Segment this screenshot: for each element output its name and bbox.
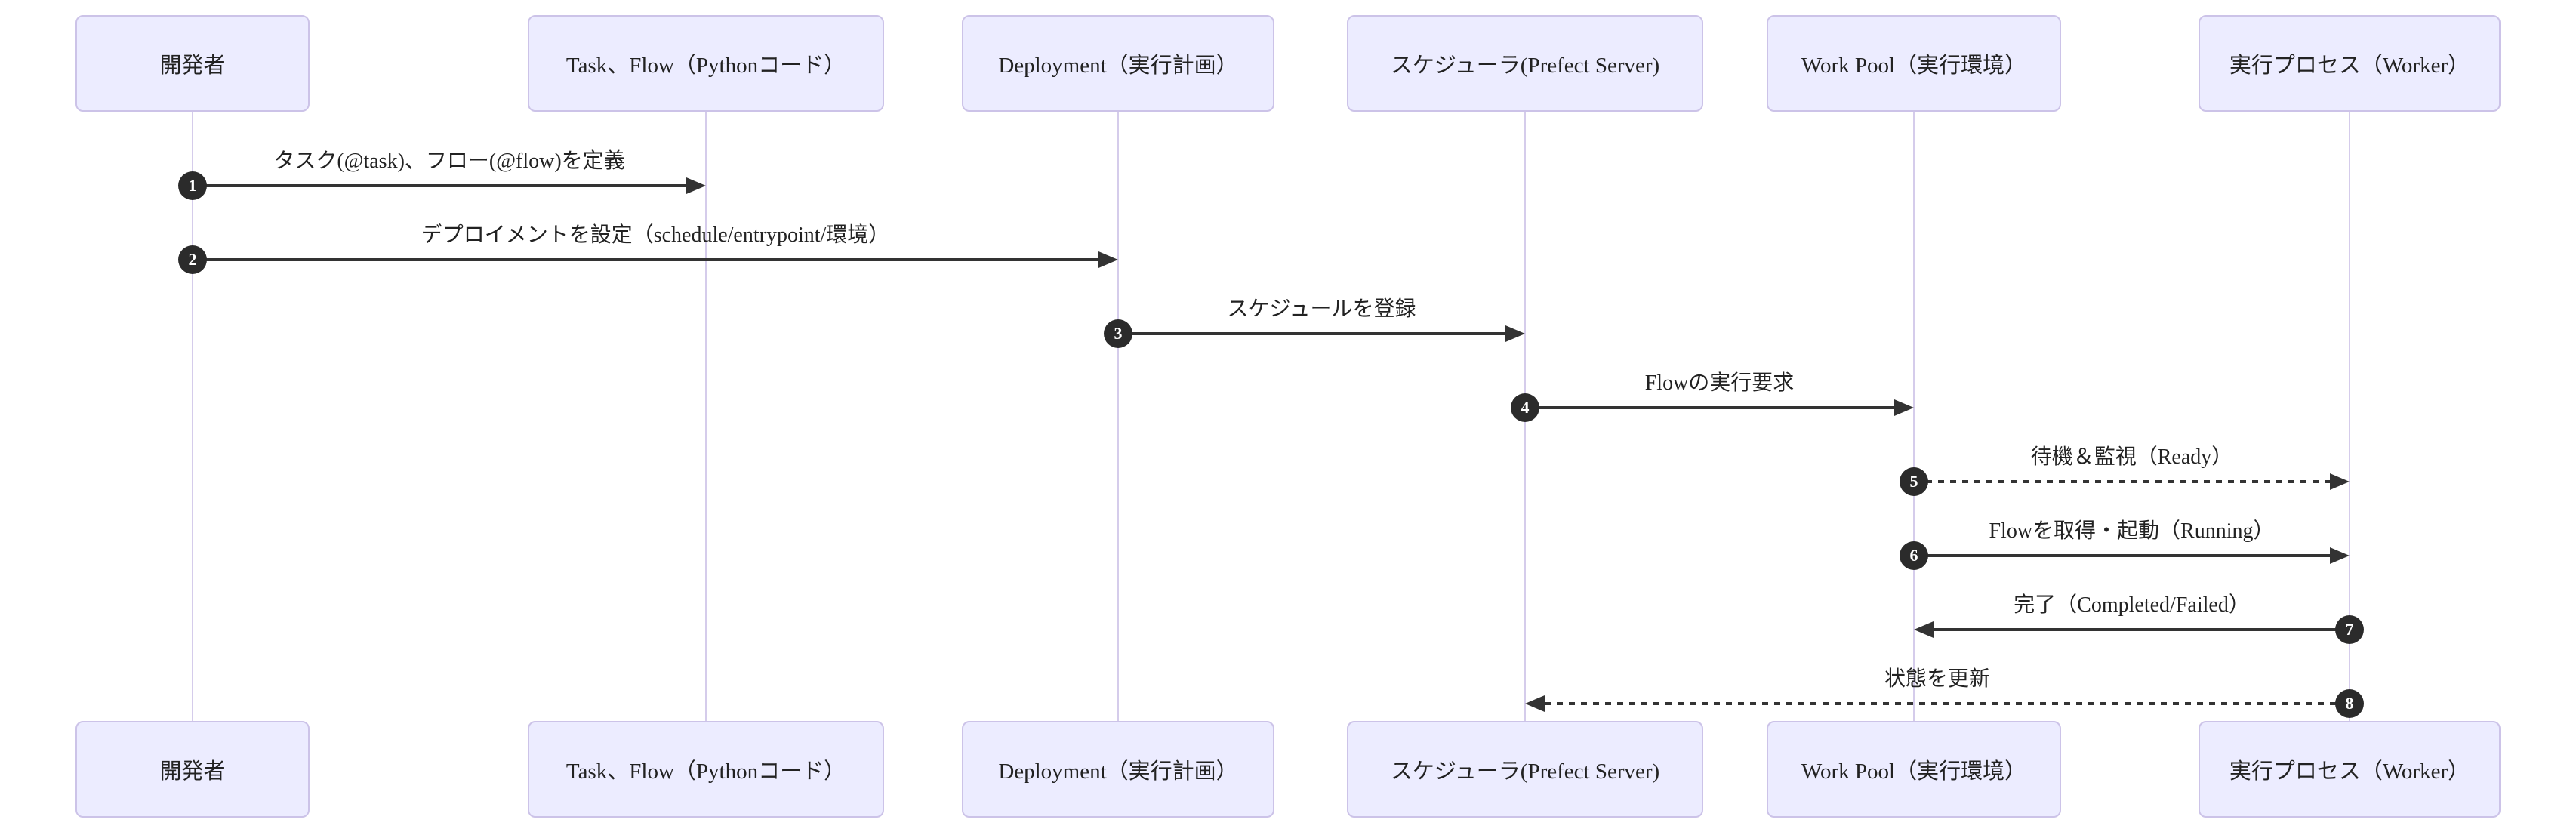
actor-box-top: Work Pool（実行環境）	[1767, 15, 2061, 112]
actor-box-bottom: 実行プロセス（Worker）	[2199, 721, 2501, 818]
message-sequence-number: 7	[2335, 615, 2364, 644]
actor-lifeline	[1117, 112, 1119, 721]
message-sequence-number: 3	[1104, 319, 1132, 348]
message-line	[1118, 332, 1505, 335]
message-label: 待機＆監視（Ready）	[2030, 445, 2233, 469]
message-line	[1914, 480, 2330, 483]
message-arrowhead	[1505, 325, 1525, 342]
actor-box-top: Task、Flow（Pythonコード）	[528, 15, 884, 112]
message-label: スケジュールを登録	[1227, 297, 1416, 321]
actor-box-bottom: Task、Flow（Pythonコード）	[528, 721, 884, 818]
message-arrowhead	[2330, 473, 2350, 490]
message-label: Flowを取得・起動（Running）	[1989, 519, 2275, 543]
message-label: タスク(@task)、フロー(@flow)を定義	[273, 149, 625, 173]
actor-box-bottom: 開発者	[75, 721, 310, 818]
message-sequence-number: 2	[178, 245, 207, 274]
message-label: デプロイメントを設定（schedule/entrypoint/環境）	[421, 223, 890, 247]
message-arrowhead	[1098, 251, 1118, 268]
message-line	[1914, 554, 2330, 557]
actor-lifeline	[705, 112, 707, 721]
message-sequence-number: 6	[1900, 541, 1928, 570]
actor-box-bottom: Work Pool（実行環境）	[1767, 721, 2061, 818]
message-sequence-number: 5	[1900, 467, 1928, 496]
message-arrowhead	[1914, 621, 1934, 638]
message-arrowhead	[1894, 399, 1914, 416]
actor-box-top: スケジューラ(Prefect Server)	[1347, 15, 1703, 112]
message-label: 状態を更新	[1884, 667, 1991, 691]
message-sequence-number: 1	[178, 171, 207, 200]
message-arrowhead	[1525, 695, 1545, 712]
actor-box-top: Deployment（実行計画）	[962, 15, 1274, 112]
actor-box-top: 実行プロセス（Worker）	[2199, 15, 2501, 112]
actor-box-top: 開発者	[75, 15, 310, 112]
actor-lifeline	[2349, 112, 2350, 721]
message-label: 完了（Completed/Failed）	[2014, 593, 2250, 617]
message-sequence-number: 8	[2335, 689, 2364, 718]
message-line	[1545, 702, 2350, 705]
message-line	[1934, 628, 2350, 631]
actor-lifeline	[192, 112, 193, 721]
message-line	[1525, 406, 1894, 409]
actor-box-bottom: Deployment（実行計画）	[962, 721, 1274, 818]
message-line	[193, 184, 686, 187]
message-line	[193, 258, 1098, 261]
message-label: Flowの実行要求	[1644, 371, 1795, 395]
message-sequence-number: 4	[1511, 393, 1539, 422]
message-arrowhead	[2330, 547, 2350, 564]
message-arrowhead	[686, 177, 706, 194]
actor-box-bottom: スケジューラ(Prefect Server)	[1347, 721, 1703, 818]
actor-lifeline	[1913, 112, 1915, 721]
